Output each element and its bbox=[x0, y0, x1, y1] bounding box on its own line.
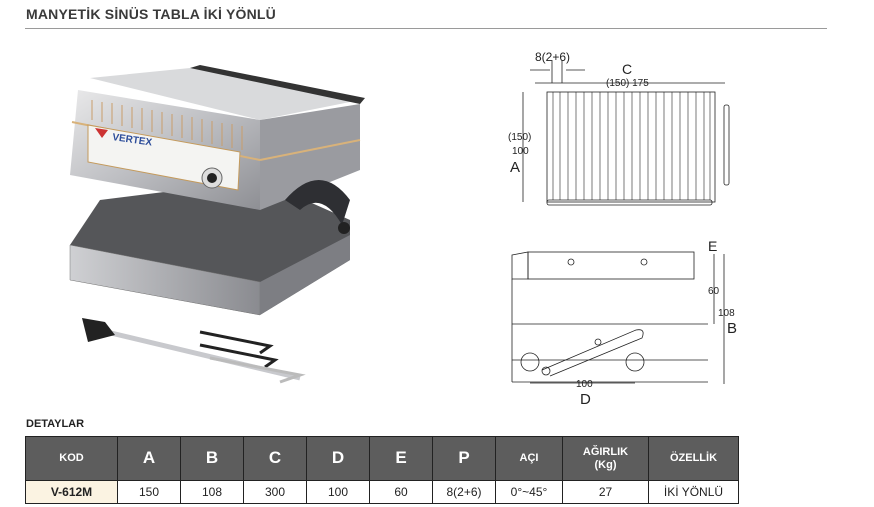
cell-aci: 0°~45° bbox=[495, 480, 563, 504]
col-c: C bbox=[243, 436, 307, 481]
col-d: D bbox=[306, 436, 370, 481]
dimension-e-value: 60 bbox=[708, 286, 720, 297]
dimension-a-value-1: (150) bbox=[508, 132, 531, 143]
col-ozellik: ÖZELLİK bbox=[648, 436, 739, 481]
col-e: E bbox=[369, 436, 433, 481]
details-table: KOD A B C D E P AÇI AĞIRLIK(Kg) ÖZELLİK … bbox=[25, 436, 739, 504]
col-agirlik: AĞIRLIK(Kg) bbox=[562, 436, 649, 481]
cell-d: 100 bbox=[306, 480, 370, 504]
table-header-row: KOD A B C D E P AÇI AĞIRLIK(Kg) ÖZELLİK bbox=[25, 436, 739, 481]
title-divider bbox=[25, 28, 827, 29]
cell-a: 150 bbox=[117, 480, 181, 504]
dimension-e-label: E bbox=[708, 238, 717, 254]
col-p: P bbox=[432, 436, 496, 481]
cell-p: 8(2+6) bbox=[432, 480, 496, 504]
side-view bbox=[511, 251, 725, 384]
cell-b: 108 bbox=[180, 480, 244, 504]
page-title: MANYETİK SİNÜS TABLA İKİ YÖNLÜ bbox=[26, 6, 276, 22]
col-agirlik-label: AĞIRLIK bbox=[582, 446, 629, 459]
cell-kod: V-612M bbox=[25, 480, 118, 504]
dimension-c-label: C bbox=[622, 61, 632, 77]
col-agirlik-unit: (Kg) bbox=[594, 458, 617, 471]
table-row: V-612M 150 108 300 100 60 8(2+6) 0°~45° … bbox=[25, 480, 739, 504]
dimension-a-value-2: 100 bbox=[512, 146, 529, 157]
top-view bbox=[522, 60, 730, 206]
col-aci: AÇI bbox=[495, 436, 563, 481]
dimension-d-label: D bbox=[580, 391, 591, 408]
dimension-d-value: 100 bbox=[576, 379, 593, 390]
product-photo: VERTEX bbox=[69, 65, 365, 384]
dimension-b-value: 108 bbox=[718, 308, 735, 319]
cell-agirlik: 27 bbox=[562, 480, 649, 504]
pitch-label: 8(2+6) bbox=[535, 50, 570, 64]
cell-c: 300 bbox=[243, 480, 307, 504]
cell-ozellik: İKİ YÖNLÜ bbox=[648, 480, 739, 504]
col-b: B bbox=[180, 436, 244, 481]
dimension-c-value: (150) 175 bbox=[606, 78, 649, 89]
cell-e: 60 bbox=[369, 480, 433, 504]
dimension-b-label: B bbox=[727, 320, 737, 337]
col-kod: KOD bbox=[25, 436, 118, 481]
details-heading: DETAYLAR bbox=[26, 418, 85, 430]
col-a: A bbox=[117, 436, 181, 481]
technical-drawing: 8(2+6) C (150) 175 (150) 100 A E 60 108 … bbox=[508, 50, 737, 408]
dimension-a-label: A bbox=[510, 159, 520, 176]
